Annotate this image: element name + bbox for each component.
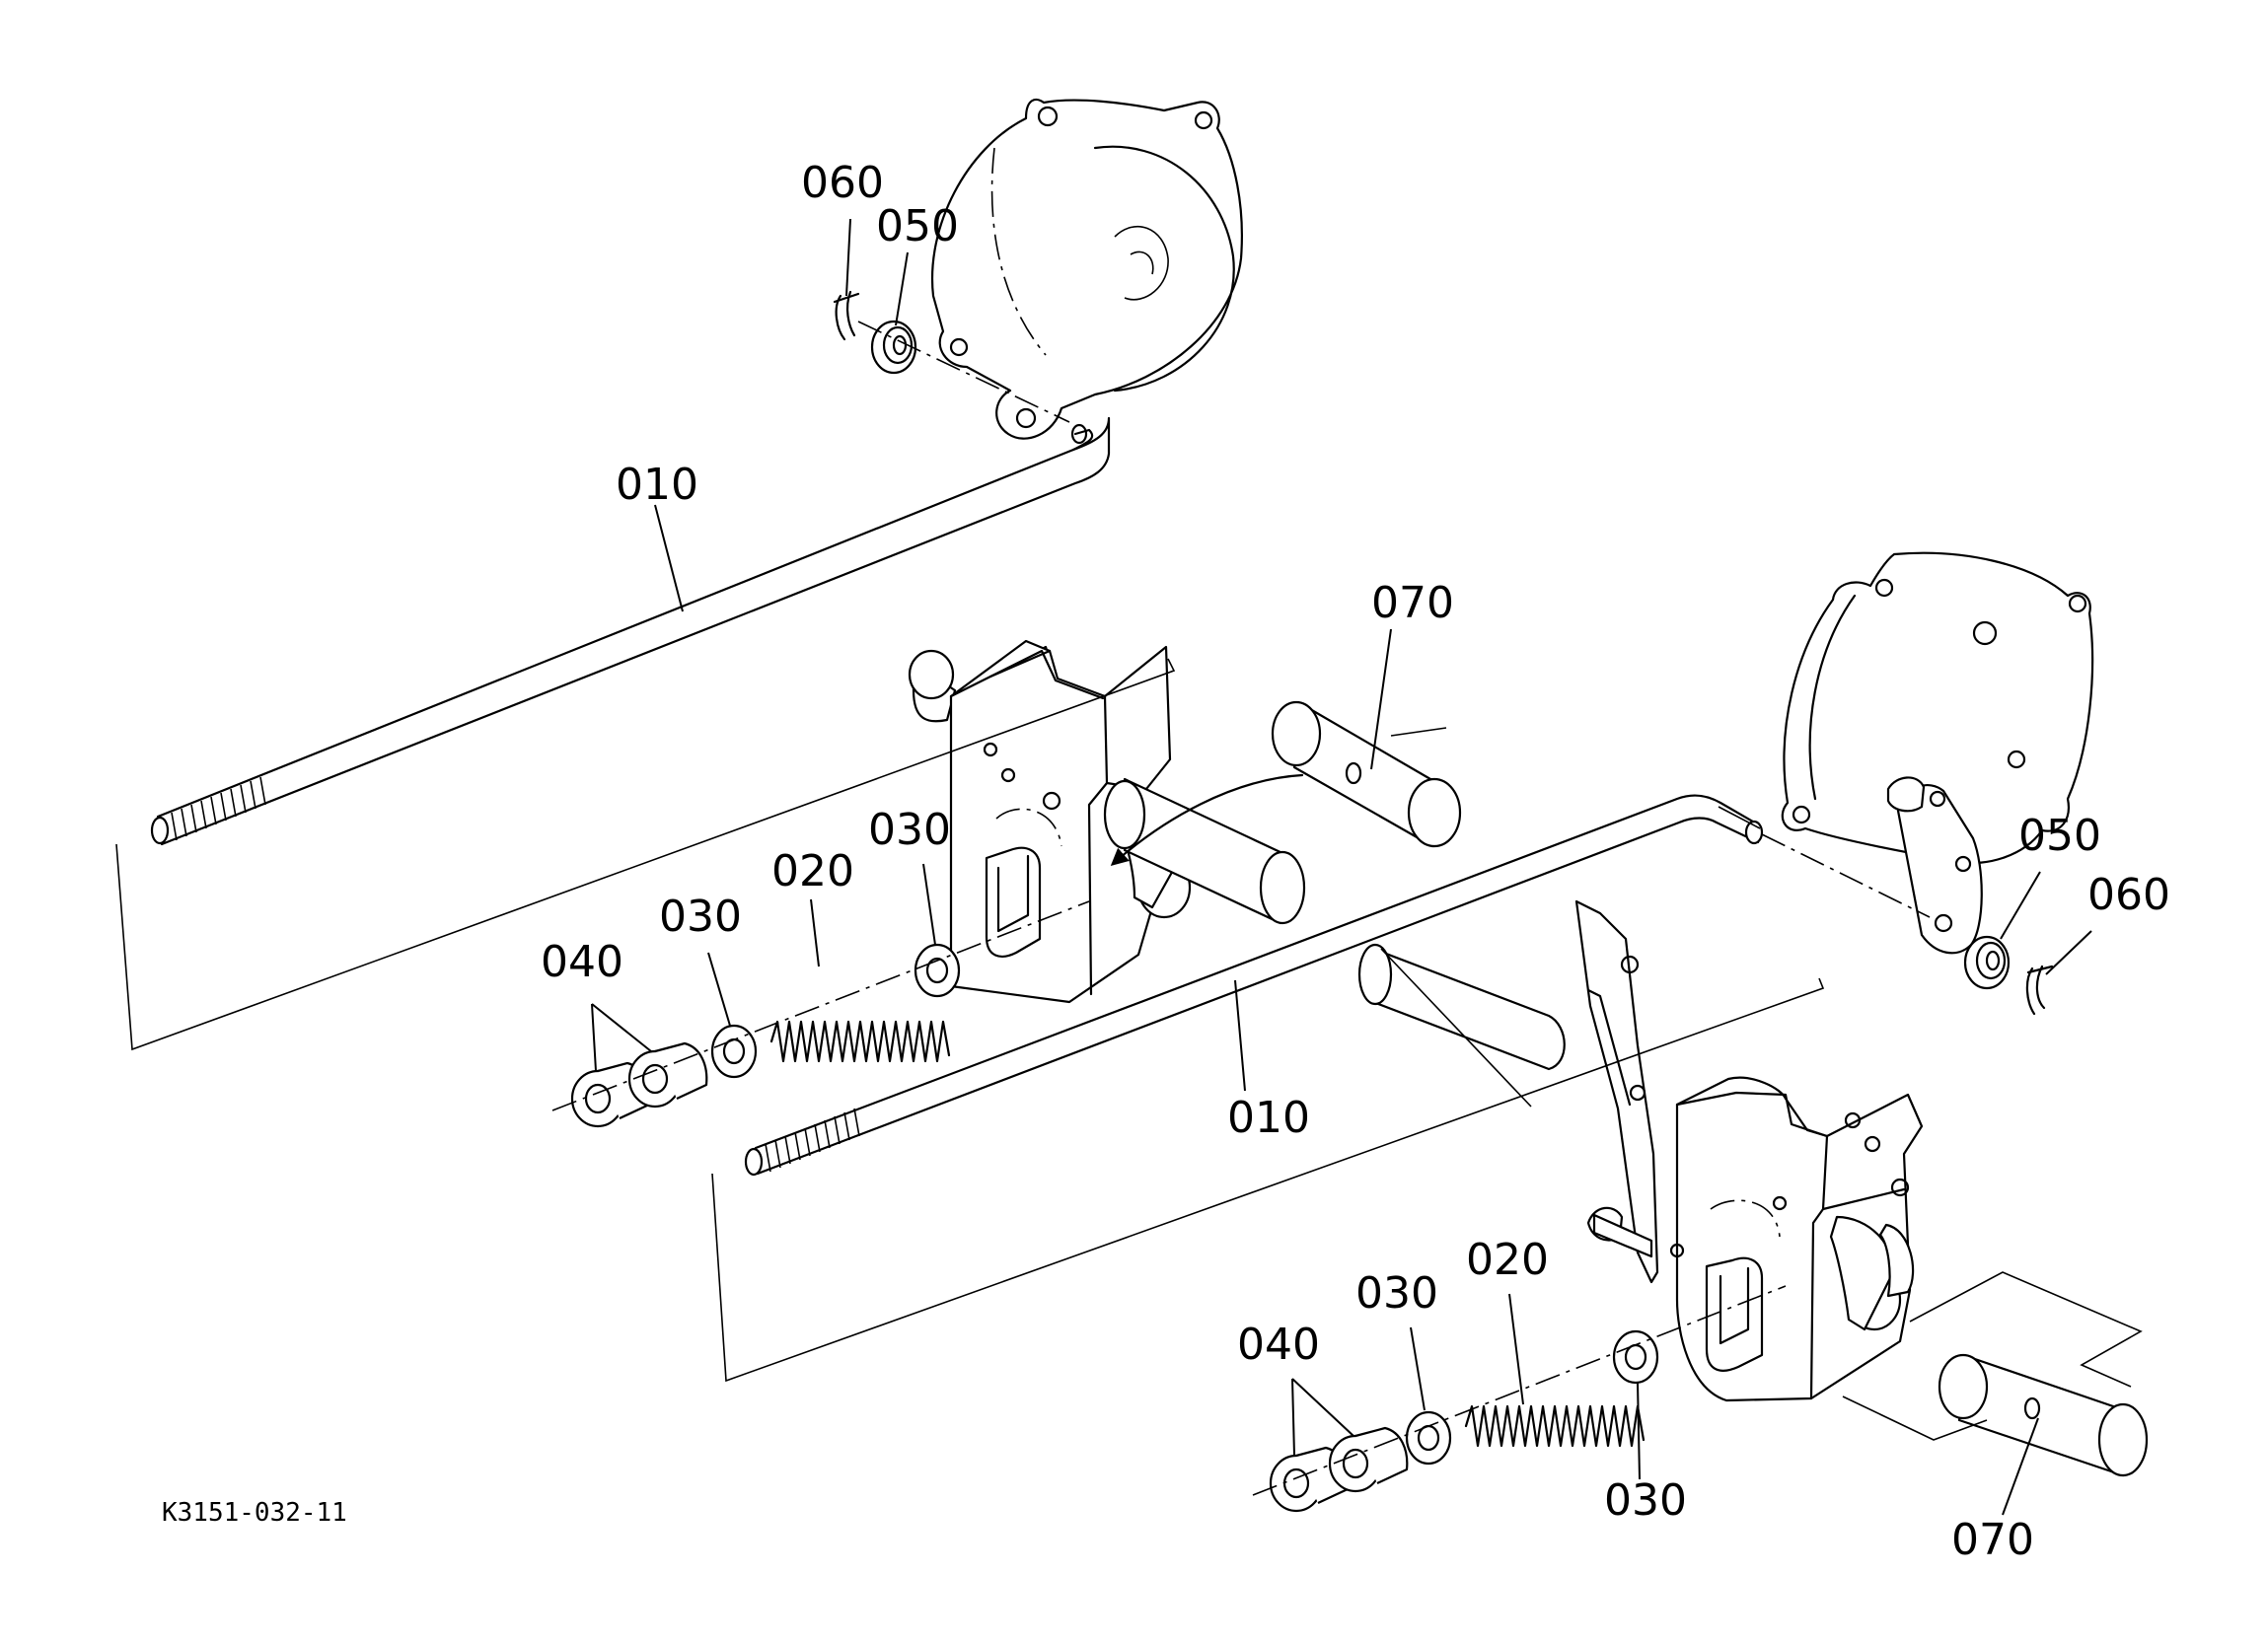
lower-rod bbox=[744, 794, 1764, 1177]
callout-upper-flat-washer-inner: 030 bbox=[868, 805, 951, 855]
lower-spring bbox=[1464, 1404, 1646, 1448]
right-washer bbox=[1963, 935, 2011, 990]
top-diaphragm-housing bbox=[930, 99, 1243, 440]
pin-guide-line-upper bbox=[1909, 1271, 2143, 1388]
assembly-arrow bbox=[1110, 773, 1304, 866]
pin-guide-line-lower bbox=[1842, 1396, 1988, 1441]
lower-guide-line bbox=[711, 977, 1825, 1383]
upper-flat-washer-outer bbox=[710, 1024, 758, 1079]
upper-rod bbox=[150, 416, 1111, 846]
callout-right-washer: 050 bbox=[2018, 811, 2101, 861]
upper-flat-washer-inner bbox=[914, 943, 961, 998]
top-cotter-pin bbox=[833, 290, 860, 341]
lower-flat-washer-inner bbox=[1612, 1329, 1659, 1385]
right-diaphragm-housing bbox=[1781, 551, 2094, 955]
upper-bracket-shaft bbox=[1103, 777, 1306, 925]
callout-upper-flat-washer-outer: 030 bbox=[659, 892, 742, 942]
upper-spring bbox=[769, 1020, 951, 1063]
lower-pin bbox=[1938, 1353, 2149, 1477]
callout-top-washer: 050 bbox=[876, 201, 959, 251]
callout-top-cotter-pin: 060 bbox=[801, 158, 884, 208]
callout-lower-rod: 010 bbox=[1227, 1093, 1310, 1143]
upper-guide-line bbox=[115, 658, 1176, 1051]
callout-lower-pin: 070 bbox=[1951, 1515, 2034, 1565]
callout-upper-nuts: 040 bbox=[541, 937, 623, 987]
lower-rod-thread bbox=[765, 1108, 860, 1173]
reference-code: K3151-032-11 bbox=[162, 1498, 347, 1528]
top-washer bbox=[870, 320, 917, 375]
callout-lower-flat-washer-inner: 030 bbox=[1604, 1475, 1687, 1526]
callout-upper-spring: 020 bbox=[771, 846, 854, 896]
upper-rod-thread bbox=[171, 776, 266, 841]
upper-pin bbox=[1271, 700, 1462, 848]
lower-nut-inner bbox=[1328, 1426, 1409, 1493]
lower-bracket bbox=[1357, 899, 1924, 1402]
callout-upper-rod: 010 bbox=[616, 460, 698, 510]
callout-lower-flat-washer-outer: 030 bbox=[1355, 1268, 1438, 1319]
callout-lower-nuts: 040 bbox=[1237, 1320, 1320, 1370]
upper-nut-inner bbox=[627, 1041, 708, 1109]
right-cotter-pin bbox=[2025, 965, 2054, 1016]
lower-flat-washer-outer bbox=[1405, 1410, 1452, 1466]
callout-right-cotter-pin: 060 bbox=[2087, 870, 2170, 920]
callout-lower-spring: 020 bbox=[1466, 1235, 1549, 1285]
callout-upper-pin: 070 bbox=[1371, 578, 1454, 628]
leader-lines bbox=[591, 218, 2092, 1516]
arm-guide-line bbox=[1380, 948, 1532, 1108]
